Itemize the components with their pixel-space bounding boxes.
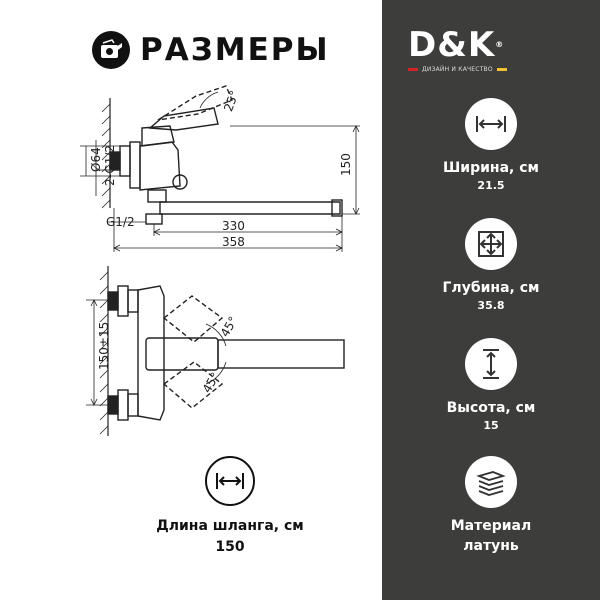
brand-tagline: ДИЗАЙН И КАЧЕСТВО xyxy=(422,66,493,73)
four-way-arrows-icon xyxy=(465,218,517,270)
brand-red-bar xyxy=(408,68,418,71)
side-elevation-view xyxy=(101,85,343,225)
spec-width-value: 21.5 xyxy=(477,179,505,192)
vertical-arrows-icon xyxy=(465,338,517,390)
dimensions-panel: РАЗМЕРЫ xyxy=(80,28,360,558)
hose-length-value: 150 xyxy=(215,539,245,555)
brand-reg-mark: ® xyxy=(495,40,505,49)
spec-height-label: Высота, см xyxy=(446,400,536,416)
spec-material: Материал латунь xyxy=(382,456,600,556)
spec-depth-label: Глубина, см xyxy=(442,280,540,296)
spec-depth: Глубина, см 35.8 xyxy=(382,218,600,314)
spec-material-label: Материал xyxy=(450,518,532,534)
horizontal-arrows-icon xyxy=(205,456,255,506)
header: РАЗМЕРЫ xyxy=(92,28,330,72)
angle-lower-label: 45° xyxy=(200,370,223,395)
overall-length-dimension: 358 xyxy=(222,235,245,249)
spec-height: Высота, см 15 xyxy=(382,338,600,434)
horizontal-arrows-icon xyxy=(465,98,517,150)
hose-length-spec: Длина шланга, см 150 xyxy=(130,456,330,558)
brand-yellow-bar xyxy=(496,68,507,71)
height-dimension: 150 xyxy=(339,153,353,176)
thread-inlet-label: 2-G1/2 xyxy=(103,145,117,186)
hose-length-label: Длина шланга, см xyxy=(156,518,304,534)
faucet-technical-drawing: 25° 150 Ø64 2-G1/2 G1/2 xyxy=(80,85,360,436)
spec-material-value: латунь xyxy=(463,538,519,554)
spec-depth-value: 35.8 xyxy=(477,299,505,312)
brand-logo: D&K® ДИЗАЙН И КАЧЕСТВО xyxy=(408,26,588,73)
specs-panel: D&K® ДИЗАЙН И КАЧЕСТВО Ширина, см 21.5 xyxy=(382,0,600,600)
spec-width: Ширина, см 21.5 xyxy=(382,98,600,194)
material-layers-icon xyxy=(465,456,517,508)
spec-height-value: 15 xyxy=(483,419,499,432)
brand-name: D&K xyxy=(408,25,496,65)
spout-reach-dimension: 330 xyxy=(222,219,245,233)
center-distance-dimension: 150±15 xyxy=(97,322,111,370)
tape-measure-icon xyxy=(92,31,130,69)
front-elevation-view xyxy=(99,266,345,436)
angle-top-label: 25° xyxy=(221,89,241,114)
diameter-label: Ø64 xyxy=(89,147,103,172)
page-title: РАЗМЕРЫ xyxy=(140,32,330,68)
spec-width-label: Ширина, см xyxy=(443,160,539,176)
thread-bottom-label: G1/2 xyxy=(106,215,135,229)
